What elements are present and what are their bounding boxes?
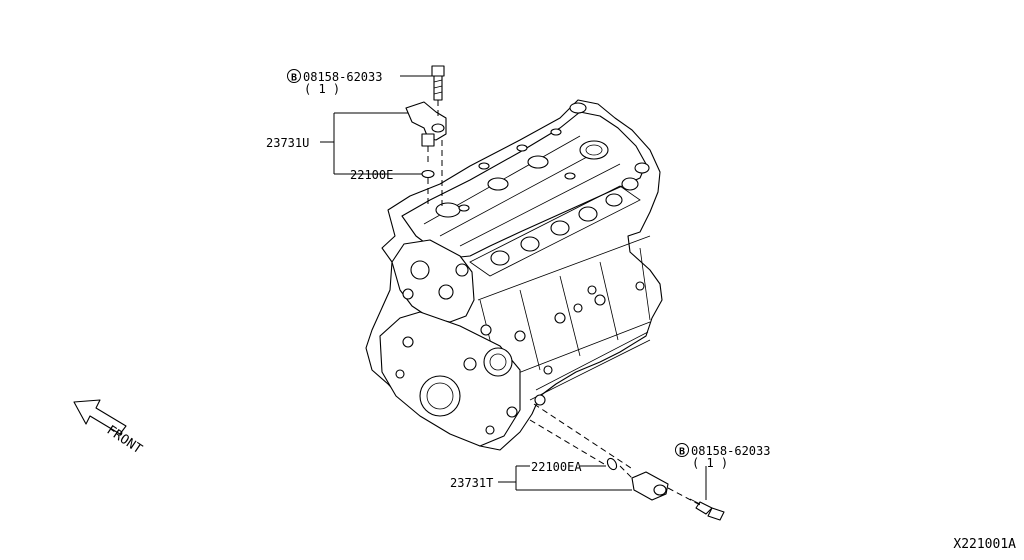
engine-block-illustration [365, 99, 663, 451]
cam-sensor-icon [405, 101, 447, 147]
bolt-top-badge: B [291, 73, 297, 84]
bolt-bottom-badge: B [679, 447, 685, 458]
callout-bolt-top: B 08158-62033 ( 1 ) [287, 69, 382, 96]
bolt-bottom-icon [689, 498, 725, 521]
bolt-top-quantity: ( 1 ) [304, 82, 340, 96]
cam-sensor-part-number: 23731U [266, 136, 309, 150]
cam-oring-part-number: 22100E [350, 168, 393, 182]
crank-oring-part-number: 22100EA [531, 460, 582, 474]
crankshaft-position-sensor-group [498, 403, 725, 521]
bolt-top-part-number: 08158-62033 [303, 70, 382, 84]
bolt-top-icon [431, 65, 445, 101]
camshaft-position-sensor-group [320, 65, 447, 206]
bolt-bottom-part-number: 08158-62033 [691, 444, 770, 458]
crank-oring-icon [606, 457, 618, 471]
cam-oring-icon [421, 169, 435, 179]
crank-sensor-part-number: 23731T [450, 476, 493, 490]
front-arrow-icon [73, 399, 127, 435]
crank-sensor-icon [631, 471, 669, 501]
callout-bolt-bottom: B 08158-62033 ( 1 ) [675, 443, 770, 470]
bolt-bottom-quantity: ( 1 ) [692, 456, 728, 470]
figure-reference: X221001A [953, 537, 1016, 552]
